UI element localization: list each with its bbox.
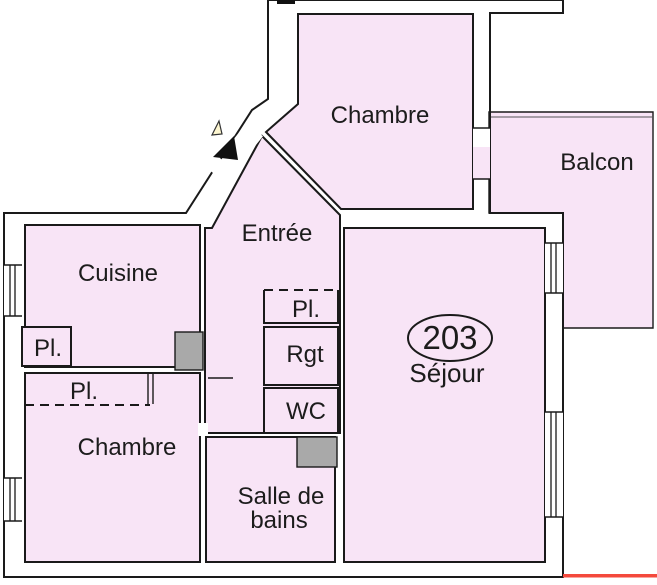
top-wall-tick [277, 0, 295, 4]
label-placard-chambre: Pl. [70, 378, 98, 405]
door-marker-icon [210, 119, 223, 136]
label-salle-de-bains-line2: bains [250, 507, 307, 534]
window-sejour [545, 411, 563, 518]
label-placard-entree: Pl. [292, 296, 320, 323]
closet-rangement [263, 326, 339, 386]
label-salle-de-bains-line1: Salle de [238, 483, 325, 510]
entrance-arrow-icon [213, 136, 238, 160]
room-sejour-floor [343, 227, 546, 563]
room-chambre-top-floor [264, 13, 474, 210]
label-unit-number: 203 [422, 319, 477, 356]
label-rangement: Rgt [286, 341, 324, 368]
entrance-door [209, 119, 263, 184]
closet-placard-cuisine [21, 326, 72, 367]
label-balcon: Balcon [560, 149, 633, 176]
window-sejour-balcon [545, 242, 563, 294]
room-wc-floor [263, 387, 339, 434]
salle-de-bains-duct-wall [296, 436, 338, 468]
window-chambre-bottom [4, 477, 22, 522]
label-chambre-bottom: Chambre [78, 434, 177, 461]
label-entree: Entrée [242, 220, 313, 247]
unit-number-ellipse [407, 314, 493, 362]
label-chambre-top: Chambre [331, 102, 430, 129]
room-chambre-bottom-floor [24, 372, 201, 563]
door-opening-chambre-bottom [198, 423, 208, 436]
window-chambre-balcon [473, 127, 490, 180]
red-accent-line [563, 574, 657, 578]
window-cuisine [4, 264, 22, 317]
label-placard-cuisine: Pl. [34, 335, 62, 362]
closet-placard-entree [263, 290, 339, 324]
room-cuisine-floor [24, 224, 201, 368]
label-wc: WC [286, 398, 326, 425]
cuisine-pier-wall [174, 331, 204, 371]
label-cuisine: Cuisine [78, 260, 158, 287]
label-sejour: Séjour [409, 358, 484, 388]
